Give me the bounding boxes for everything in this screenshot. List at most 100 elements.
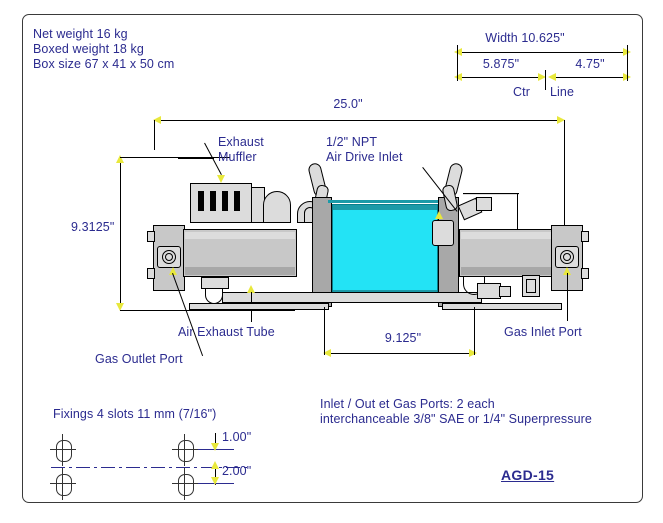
right-bottom-bolt [499,286,511,297]
muffler-pointer-arrow [217,175,225,183]
line-label: Line [550,85,575,99]
overall-length-arrow-left [153,116,161,124]
overall-length-ext-right [564,120,565,250]
air-exhaust-tube-arrow [247,285,255,293]
width-left-dimline [459,77,543,78]
callout-air-drive-line1: 1/2" NPT [326,135,378,149]
overall-height-label: 9.3125" [71,220,115,234]
muffler-slot-1 [198,191,204,211]
right-bottom-fitting [477,283,501,299]
fixing-offset-bottom-label: 2.00" [222,464,252,478]
overall-length-arrow-right [557,116,565,124]
right-cap-bolt-top [581,231,589,242]
callout-exhaust-muffler-line2: Muffler [218,150,257,164]
overall-height-arrow-down [116,303,124,311]
muffler-slot-4 [234,191,240,211]
callout-exhaust-muffler-leader [178,158,214,159]
overall-height-ext-bottom [120,310,295,311]
width-left-arrow [454,73,462,81]
fixing-slot-top-right [178,440,194,462]
callout-gas-inlet-port: Gas Inlet Port [504,325,582,339]
overall-height-dimline [120,161,121,307]
model-designation: AGD-15 [501,467,555,483]
fixing-bottom-arrow-up [211,461,219,469]
note-ports-line2: interchanceable 3/8" SAE or 1/4" Superpr… [320,412,592,426]
width-ext-right [627,45,628,81]
right-lower-block-inner [526,279,536,293]
fixing-slot-bottom-left-cross-v [62,468,64,500]
note-fixings: Fixings 4 slots 11 mm (7/16") [53,407,217,421]
fixing-offset-top-label: 1.00" [222,430,252,444]
port-spacing-label: 9.125" [384,331,422,345]
right-barrel-highlight [461,232,563,239]
left-barrel-highlight [185,232,295,239]
right-cap-bolt-bottom [581,268,589,279]
ctr-label: Ctr [513,85,530,99]
right-barrel-shadow [461,267,563,275]
fixing-bottom-dimline [215,467,216,485]
fixing-slot-top-left [56,440,72,462]
callout-exhaust-muffler-line1: Exhaust [218,135,264,149]
width-left-arrow-right [538,73,546,81]
width-total-arrow-left [454,48,462,56]
right-foot-rail [442,303,562,310]
muffler-slot-3 [222,191,228,211]
port-spacing-arrow-right [469,349,477,357]
left-cap-bolt-bottom [147,268,155,279]
gas-inlet-pointer-arrow [563,267,571,275]
note-boxed-weight: Boxed weight 18 kg [33,42,144,56]
gas-outlet-port-ring-inner [165,253,173,261]
gas-outlet-pointer-arrow [169,267,177,275]
width-right-dimline [553,77,627,78]
cylinder-body [332,204,438,296]
left-flange-plate [312,197,332,307]
cylinder-top-band [333,205,437,210]
overall-length-ext-left [154,120,155,150]
note-box-size: Box size 67 x 41 x 50 cm [33,57,175,71]
gas-inlet-leader [567,273,568,321]
air-drive-inlet-fitting [432,220,454,246]
fixings-center-line [51,467,251,468]
port-spacing-ext-left [324,307,325,355]
right-upper-bolt [476,197,492,211]
muffler-elbow [263,191,291,223]
width-right-arrow-left [548,73,556,81]
fixing-slot-top-right-cross-v [184,434,186,466]
muffler-slot-2 [210,191,216,211]
note-ports-line1: Inlet / Out et Gas Ports: 2 each [320,397,495,411]
port-spacing-ext-right [474,307,475,355]
overall-height-arrow-up [116,155,124,163]
center-line-tick [545,70,546,90]
right-upper-tube-h [463,193,519,195]
fixing-slot-top-left-cross-v [62,434,64,466]
note-net-weight: Net weight 16 kg [33,27,128,41]
gas-inlet-port-ring-inner [563,253,571,261]
width-total-label: Width 10.625" [485,31,565,45]
air-exhaust-tube [222,292,482,303]
overall-length-label: 25.0" [333,97,363,111]
callout-air-exhaust-tube: Air Exhaust Tube [178,325,275,339]
drawing-frame: Net weight 16 kg Boxed weight 18 kg Box … [22,14,643,503]
exhaust-tube-hook [205,288,223,304]
left-foot-rail [189,303,329,310]
air-drive-inlet-arrow [435,211,443,219]
port-spacing-dimline [329,353,473,354]
fixing-top-dimline [215,433,216,445]
width-right-label: 4.75" [575,57,605,71]
width-total-dimline [459,52,627,53]
right-upper-tube-v [517,193,519,229]
width-ext-left [457,45,458,81]
fixing-top-arrow [211,443,219,451]
fixing-slot-bottom-left [56,474,72,496]
width-left-label: 5.875" [482,57,520,71]
overall-height-ext-top [120,157,230,158]
left-cap-bolt-top [147,231,155,242]
port-spacing-arrow-left [323,349,331,357]
left-barrel-shadow [185,267,295,275]
callout-gas-outlet-port: Gas Outlet Port [95,352,183,366]
fixing-bottom-arrow-down [211,477,219,485]
cylinder-upper-rod [328,200,442,203]
fixing-slot-bottom-right-cross-v [184,468,186,500]
callout-air-drive-line2: Air Drive Inlet [326,150,403,164]
